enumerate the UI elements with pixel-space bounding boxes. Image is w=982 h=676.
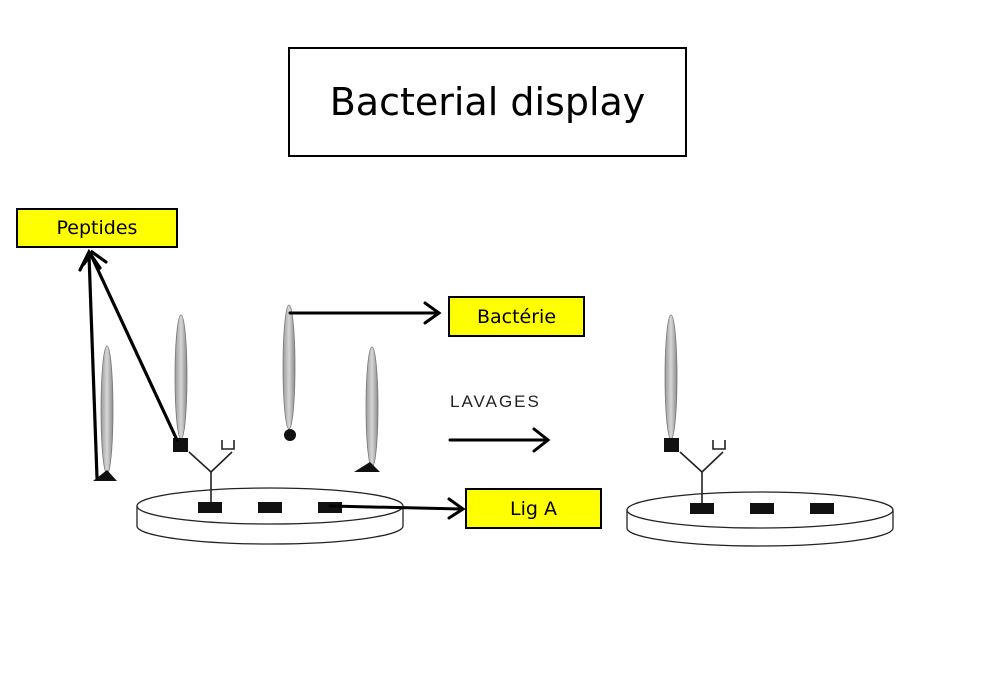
receptor-left	[188, 440, 235, 502]
lavages-label: LAVAGES	[450, 392, 541, 411]
peptides-label: Peptides	[16, 208, 178, 248]
receptor-right	[679, 440, 726, 503]
bacterie-label: Bactérie	[448, 296, 585, 337]
peptide-triangle-1	[93, 470, 117, 481]
peptides-arrows	[78, 248, 179, 480]
lig-a-arrow	[328, 497, 466, 520]
ligand-a-right-2	[750, 503, 774, 514]
peptide-square-right	[664, 438, 679, 452]
bacterium-4	[365, 346, 379, 468]
bacterie-arrow	[288, 301, 442, 325]
ligand-a-1	[198, 502, 222, 513]
bacterium-2	[174, 314, 188, 440]
plate-left	[136, 487, 404, 545]
bacterium-1	[100, 345, 114, 475]
peptide-round-3	[284, 429, 296, 441]
peptide-square-2	[173, 438, 188, 452]
bacterium-3	[282, 304, 296, 430]
plate-right	[626, 491, 894, 547]
peptide-triangle-4	[354, 462, 380, 472]
lig-a-label: Lig A	[465, 488, 602, 529]
ligand-a-2	[258, 502, 282, 513]
ligand-a-right-3	[810, 503, 834, 514]
bacterium-bound-right	[664, 314, 678, 440]
washing-arrow	[448, 427, 551, 453]
title-box: Bacterial display	[288, 47, 687, 157]
ligand-a-right-1	[690, 503, 714, 514]
